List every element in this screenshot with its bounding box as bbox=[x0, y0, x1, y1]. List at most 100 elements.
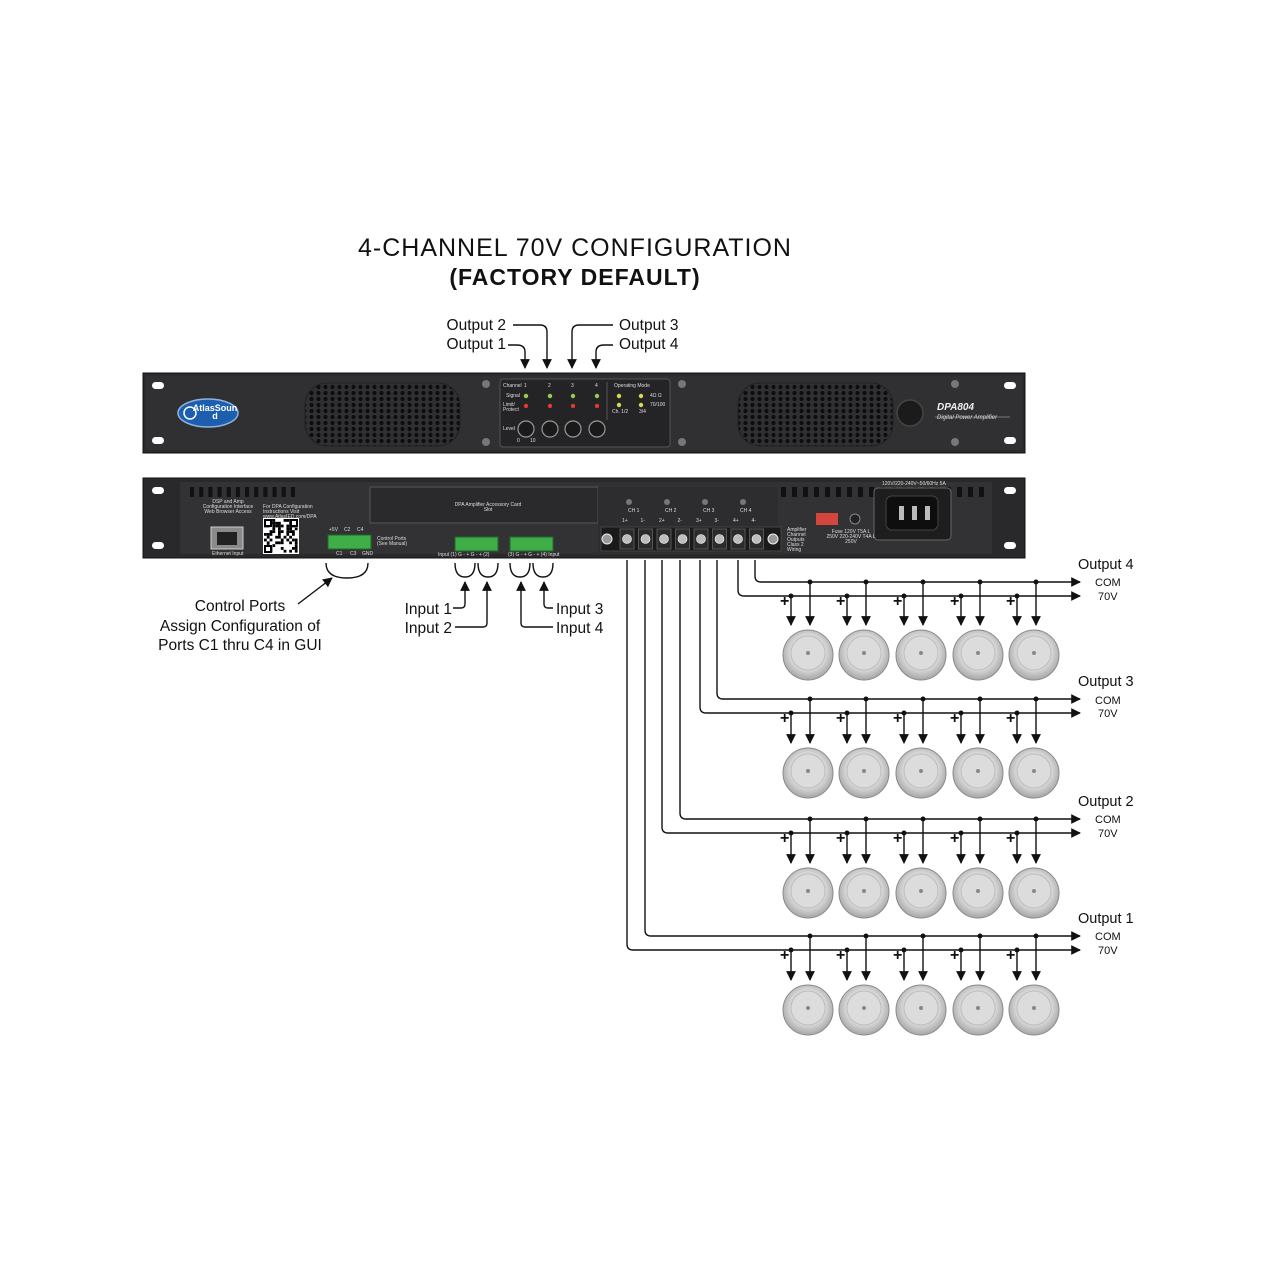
speaker-plus-label: + bbox=[950, 710, 960, 727]
ceiling-speaker-icon bbox=[1008, 984, 1060, 1036]
speaker-plus-label: + bbox=[950, 593, 960, 610]
front-row-level: Level bbox=[503, 426, 515, 432]
callout-control-ports-line3: Ports C1 thru C4 in GUI bbox=[158, 637, 322, 654]
control-ports-callout bbox=[297, 562, 369, 605]
ceiling-speaker-icon bbox=[838, 629, 890, 681]
terminal-label-4: 2- bbox=[677, 518, 682, 524]
power-rating: 120V/220-240V~50/60Hz 5A bbox=[882, 481, 946, 487]
terminal-label-3: 2+ bbox=[659, 518, 665, 524]
ceiling-speaker-icon bbox=[838, 984, 890, 1036]
speaker-plus-label: + bbox=[780, 710, 790, 727]
terminal-label-6: 3- bbox=[714, 518, 719, 524]
model-name: DPA804 bbox=[937, 402, 975, 413]
output-group-2-70v: 70V bbox=[1098, 828, 1118, 840]
front-ch-3: 3 bbox=[571, 383, 574, 389]
mode-leds bbox=[616, 393, 644, 408]
power-button[interactable] bbox=[896, 399, 924, 427]
signal-leds bbox=[523, 393, 600, 399]
front-vent-left bbox=[304, 382, 461, 447]
70v-line bbox=[699, 560, 1081, 718]
callout-input-1: Input 1 bbox=[404, 601, 452, 618]
ceiling-speaker-icon bbox=[1008, 629, 1060, 681]
cp-label-c2: C2 bbox=[344, 527, 351, 533]
ceiling-speaker-icon bbox=[895, 984, 947, 1036]
speaker-plus-label: + bbox=[1006, 947, 1016, 964]
fuse-holder[interactable] bbox=[849, 513, 861, 525]
ch-label-4: CH 4 bbox=[740, 508, 752, 514]
level-knob-4[interactable] bbox=[588, 420, 606, 438]
knob-scale-max: 10 bbox=[530, 438, 536, 444]
rack-hole bbox=[152, 437, 164, 444]
ceiling-speaker-icon bbox=[782, 629, 834, 681]
control-ports-caption: Control Ports (See Manual) bbox=[377, 536, 408, 547]
front-output-arrows bbox=[508, 324, 613, 369]
callout-input-4: Input 4 bbox=[556, 620, 604, 637]
ceiling-speaker-icon bbox=[782, 984, 834, 1036]
ceiling-speaker-icon bbox=[952, 984, 1004, 1036]
cp-label-c4: C4 bbox=[357, 527, 364, 533]
terminal-label-1: 1+ bbox=[622, 518, 628, 524]
speaker-array bbox=[782, 629, 1060, 1036]
ceiling-speaker-icon bbox=[1008, 867, 1060, 919]
front-row-limit: Limit/ Protect bbox=[503, 402, 519, 413]
output-group-3-label: Output 3 bbox=[1078, 674, 1134, 690]
speaker-plus-label: + bbox=[836, 593, 846, 610]
voltage-switch[interactable] bbox=[816, 513, 838, 525]
front-row-signal: Signal bbox=[506, 393, 520, 399]
rack-hole bbox=[152, 542, 164, 549]
speaker-plus-label: + bbox=[836, 830, 846, 847]
speaker-plus-label: + bbox=[780, 830, 790, 847]
terminal-label-2: 1- bbox=[640, 518, 645, 524]
speaker-plus-label: + bbox=[1006, 593, 1016, 610]
ceiling-speaker-icon bbox=[838, 867, 890, 919]
input-terminal-1-2[interactable] bbox=[454, 536, 499, 552]
input-strip-left: Input (1) G - + G - + (2) bbox=[438, 552, 490, 558]
ceiling-speaker-icon bbox=[782, 867, 834, 919]
level-knob-3[interactable] bbox=[564, 420, 582, 438]
rack-hole bbox=[1004, 487, 1016, 494]
com-line bbox=[679, 560, 1081, 824]
control-port-terminal[interactable] bbox=[327, 534, 372, 550]
rack-hole bbox=[1004, 542, 1016, 549]
speaker-plus-label: + bbox=[836, 710, 846, 727]
mode-70-100: 70/100 bbox=[650, 402, 666, 408]
level-knob-2[interactable] bbox=[541, 420, 559, 438]
input-strip-right: (3) G - + G - + (4) Input bbox=[508, 552, 560, 558]
screw-icon bbox=[482, 438, 490, 446]
output-group-1-70v: 70V bbox=[1098, 945, 1118, 957]
ceiling-speaker-icon bbox=[952, 867, 1004, 919]
model-subtitle: Digital Power Amplifier bbox=[937, 415, 998, 421]
speaker-plus-label: + bbox=[950, 830, 960, 847]
speaker-plus-label: + bbox=[836, 947, 846, 964]
callout-output-4: Output 4 bbox=[619, 336, 679, 353]
level-knob-1[interactable] bbox=[517, 420, 535, 438]
front-ch-2: 2 bbox=[548, 383, 551, 389]
output-group-3-70v: 70V bbox=[1098, 708, 1118, 720]
output-group-2-label: Output 2 bbox=[1078, 794, 1134, 810]
70v-line bbox=[737, 560, 1081, 601]
speaker-plus-label: + bbox=[893, 947, 903, 964]
output-wiring bbox=[626, 560, 1081, 981]
rear-panel bbox=[142, 477, 1026, 559]
diagram-subtitle: (FACTORY DEFAULT) bbox=[449, 264, 701, 290]
screw-icon bbox=[482, 380, 490, 388]
screw-icon bbox=[951, 438, 959, 446]
callout-control-ports-line2: Assign Configuration of bbox=[159, 618, 321, 635]
ch-label-2: CH 2 bbox=[665, 508, 677, 514]
screw-icon bbox=[678, 438, 686, 446]
rack-hole bbox=[1004, 437, 1016, 444]
70v-line bbox=[626, 560, 1081, 955]
speaker-plus-label: + bbox=[780, 947, 790, 964]
callout-input-2: Input 2 bbox=[404, 620, 452, 637]
atlas-sound-logo bbox=[177, 398, 239, 428]
cp-label-gnd: GND bbox=[362, 551, 374, 557]
qr-code bbox=[263, 518, 299, 554]
input-terminal-3-4[interactable] bbox=[509, 536, 554, 552]
ceiling-speaker-icon bbox=[952, 747, 1004, 799]
output-group-1-label: Output 1 bbox=[1078, 911, 1134, 927]
terminal-label-7: 4+ bbox=[733, 518, 739, 524]
ch-label-3: CH 3 bbox=[703, 508, 715, 514]
front-ch-1: 1 bbox=[524, 383, 527, 389]
output-group-1-com: COM bbox=[1095, 931, 1121, 943]
speaker-plus-label: + bbox=[1006, 830, 1016, 847]
